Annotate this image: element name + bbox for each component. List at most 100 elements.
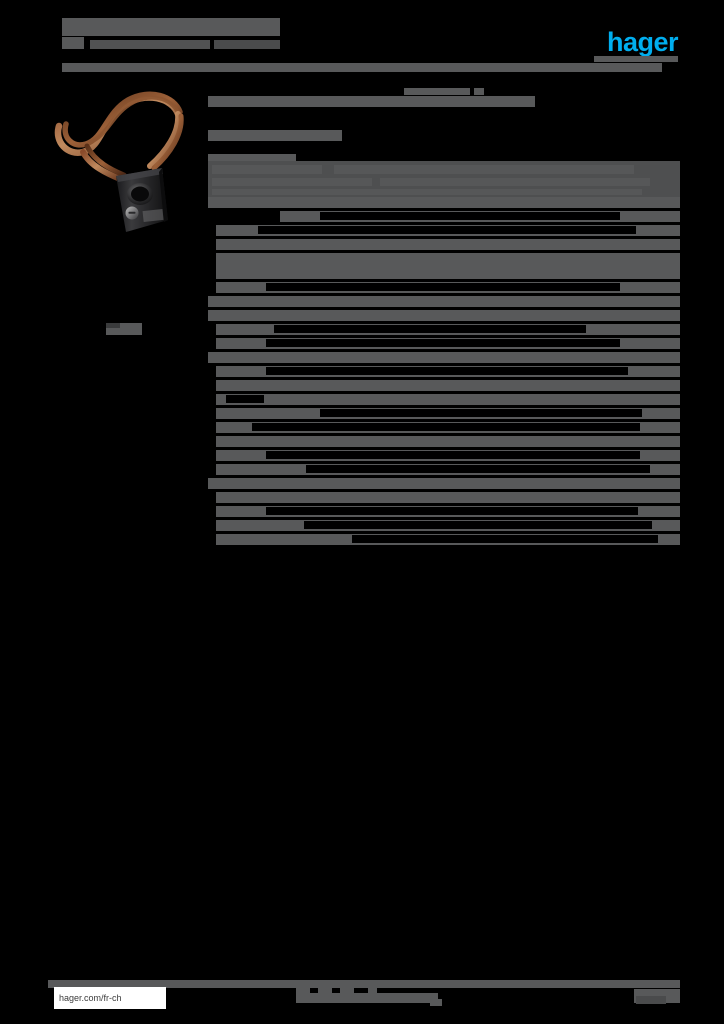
product-photo	[50, 80, 200, 235]
table-row	[208, 296, 680, 307]
table-row-separator	[208, 405, 680, 408]
table-row	[208, 464, 680, 475]
table-cell-value	[252, 423, 640, 431]
table-row-separator	[208, 447, 680, 450]
page-footer	[0, 980, 724, 1024]
footer-url-box	[54, 987, 166, 1009]
table-row	[208, 225, 680, 236]
table-body	[208, 197, 680, 548]
table-cell-value	[258, 226, 636, 234]
table-cell-label	[208, 380, 216, 391]
hager-logo: hager	[606, 27, 679, 57]
footer-center-text	[296, 993, 438, 1003]
table-cell-value	[266, 283, 620, 291]
table-cell-value	[226, 395, 264, 403]
product-headline	[404, 88, 470, 95]
table-cell-value	[266, 451, 640, 459]
table-cell-label	[208, 211, 280, 222]
table-row-separator	[208, 321, 680, 324]
table-row-separator	[208, 307, 680, 310]
table-header-col-3	[380, 178, 650, 186]
table-row	[208, 436, 680, 447]
table-cell-value	[320, 212, 620, 220]
table-row	[208, 492, 680, 503]
table-cell-value	[352, 535, 658, 543]
footer-center-fragment-4	[368, 986, 377, 993]
table-cell-label	[208, 225, 216, 236]
table-row	[208, 253, 680, 279]
footer-center-fragment-1	[296, 986, 310, 993]
product-photo-caption-accent	[106, 323, 120, 328]
table-row-separator	[208, 222, 680, 225]
table-row-separator	[208, 279, 680, 282]
table-row	[208, 394, 680, 405]
table-row	[208, 211, 680, 222]
current-transformer-illustration	[54, 91, 184, 232]
table-row	[208, 450, 680, 461]
table-row-separator	[208, 461, 680, 464]
page-title	[62, 18, 280, 36]
specifications-table	[208, 161, 680, 548]
table-cell-label	[208, 450, 216, 461]
table-cell-label	[208, 436, 216, 447]
table-cell-label	[208, 338, 216, 349]
table-cell-label	[208, 324, 216, 335]
table-header-row	[208, 161, 680, 197]
table-row	[208, 506, 680, 517]
table-header-rule	[212, 189, 642, 195]
page-subtitle	[90, 40, 210, 49]
footer-center-fragment-2	[318, 986, 332, 993]
table-row-separator	[208, 475, 680, 478]
table-row-separator	[208, 419, 680, 422]
table-cell-label	[208, 520, 216, 531]
table-row-separator	[208, 208, 680, 211]
table-row-separator	[208, 377, 680, 380]
table-row	[208, 422, 680, 433]
table-cell-label	[208, 394, 216, 405]
table-row-separator	[208, 363, 680, 366]
header-divider	[62, 63, 662, 72]
table-cell-label	[208, 408, 216, 419]
footer-center-fragment-5	[430, 999, 442, 1006]
table-row	[208, 408, 680, 419]
table-cell-label	[208, 253, 216, 279]
table-cell-value	[266, 339, 620, 347]
product-image-column	[50, 80, 200, 335]
product-headline-suffix	[474, 88, 484, 95]
table-row	[208, 310, 680, 321]
table-row-separator	[208, 517, 680, 520]
product-description-line	[208, 130, 342, 141]
table-cell-value	[306, 465, 650, 473]
table-row	[208, 380, 680, 391]
product-reference-line	[208, 96, 535, 107]
logo-underline-redaction	[594, 56, 678, 62]
table-row-separator	[208, 335, 680, 338]
table-row	[208, 520, 680, 531]
table-row-separator	[208, 349, 680, 352]
table-row-separator	[208, 545, 680, 548]
footer-page-number-accent	[636, 996, 666, 1004]
table-cell-label	[208, 534, 216, 545]
table-header-col-1	[334, 165, 634, 174]
table-cell-value	[266, 507, 638, 515]
table-row-separator	[208, 531, 680, 534]
table-row-separator	[208, 236, 680, 239]
table-header-label	[212, 165, 322, 174]
table-row-separator	[208, 433, 680, 436]
table-row-separator	[208, 250, 680, 253]
table-row	[208, 478, 680, 489]
footer-url-link[interactable]: hager.com/fr-ch	[59, 993, 122, 1003]
table-cell-label	[208, 506, 216, 517]
table-cell-value	[304, 521, 652, 529]
specifications-section-label	[208, 154, 296, 161]
table-cell-value	[274, 325, 586, 333]
table-header-col-2	[212, 178, 372, 186]
table-cell-label	[208, 282, 216, 293]
table-row-separator	[208, 503, 680, 506]
table-cell-label	[208, 422, 216, 433]
table-cell-label	[208, 492, 216, 503]
table-row	[208, 239, 680, 250]
table-row	[208, 366, 680, 377]
table-cell-label	[208, 464, 216, 475]
